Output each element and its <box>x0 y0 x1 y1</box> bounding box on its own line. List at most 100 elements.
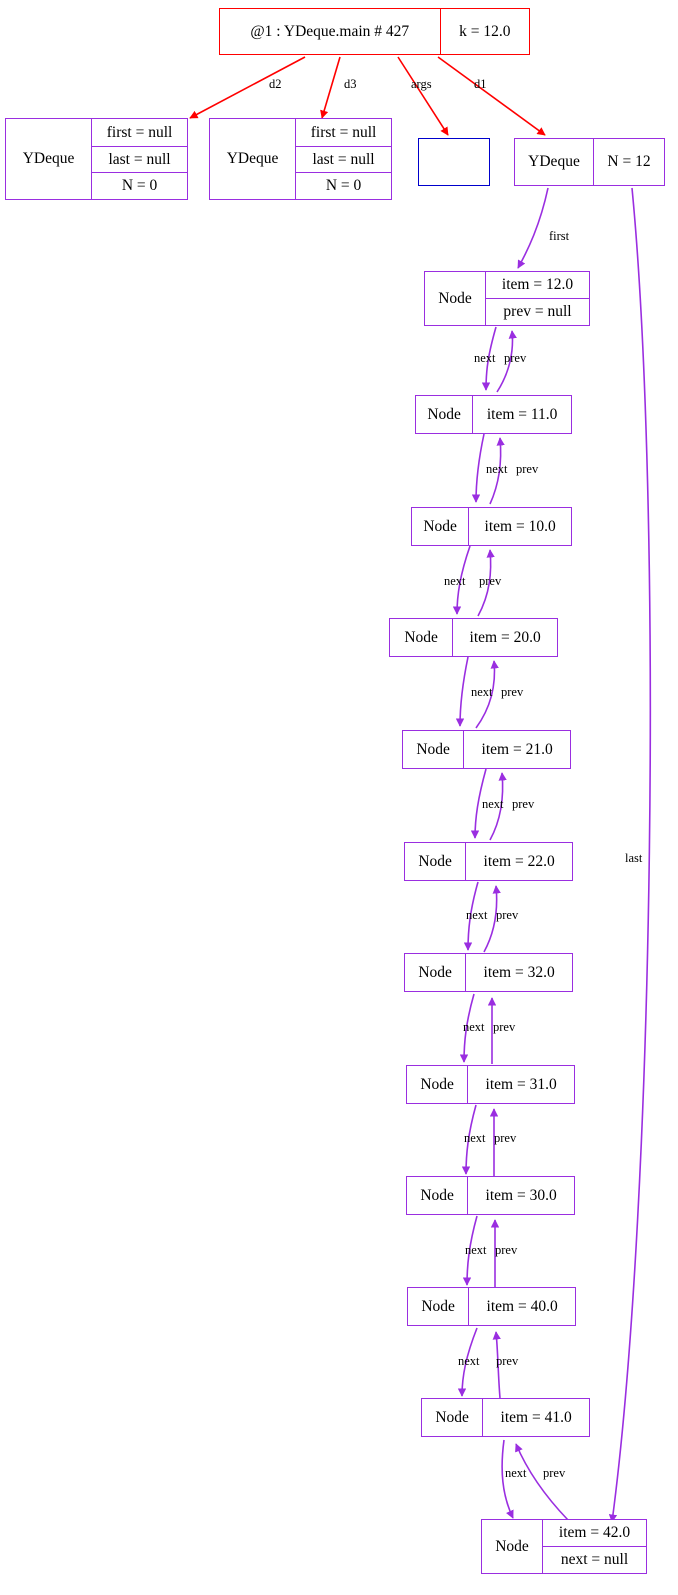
node-field-item: item = 10.0 <box>468 508 571 545</box>
edge-label-args: args <box>411 77 432 91</box>
list-node-box[interactable]: Node item = 22.0 <box>404 842 573 881</box>
node-class-label: Node <box>435 1408 469 1426</box>
object-box-args-array[interactable] <box>418 138 490 186</box>
edge-prev <box>483 885 501 953</box>
edge-label-prev: prev <box>543 1466 566 1480</box>
node-field-item: item = 20.0 <box>452 619 557 656</box>
node-class-label: Node <box>438 289 472 307</box>
edge-label-prev: prev <box>493 1020 516 1034</box>
edge-label-next: next <box>465 1243 487 1257</box>
node-field-item: item = 21.0 <box>463 731 570 768</box>
field-last: last = null <box>296 145 391 173</box>
node-field-item: item = 22.0 <box>465 843 572 880</box>
edge-label-next: next <box>505 1466 527 1480</box>
edge-label-next: next <box>471 685 493 699</box>
node-class-label: Node <box>404 628 438 646</box>
frame-label: @1 : YDeque.main # 427 <box>250 22 410 40</box>
field-first: first = null <box>310 123 377 141</box>
edge-label-next: next <box>474 351 496 365</box>
edge-label-d2: d2 <box>269 77 282 91</box>
edge-label-last: last <box>625 851 643 865</box>
list-node-box[interactable]: Node item = 10.0 <box>411 507 572 546</box>
node-field-item: item = 31.0 <box>467 1066 574 1103</box>
edge-label-next: next <box>466 908 488 922</box>
edge-frame-d1 <box>437 56 546 136</box>
object-box-ydeque-d3[interactable]: YDeque first = null last = null N = 0 <box>209 118 392 200</box>
edge-label-next: next <box>458 1354 480 1368</box>
edge-prev <box>496 330 517 393</box>
list-node-box[interactable]: Node item = 42.0 next = null <box>481 1519 647 1574</box>
edge-deque-first <box>517 187 549 269</box>
node-class-label: Node <box>420 1075 454 1093</box>
edge-prev <box>475 660 499 729</box>
edge-label-next: next <box>464 1131 486 1145</box>
edge-label-prev: prev <box>501 685 524 699</box>
list-node-box[interactable]: Node item = 40.0 <box>407 1287 576 1326</box>
node-field-item: item = 41.0 <box>482 1399 589 1436</box>
field-n: N = 12 <box>593 139 664 185</box>
node-class-label: Node <box>418 852 452 870</box>
node-field-item: item = 42.0 <box>558 1524 631 1542</box>
edge-next <box>481 326 497 391</box>
object-box-ydeque-d2[interactable]: YDeque first = null last = null N = 0 <box>5 118 188 200</box>
edge-next <box>457 1327 478 1397</box>
list-node-box[interactable]: Node item = 41.0 <box>421 1398 590 1437</box>
edge-next <box>463 881 479 951</box>
edge-frame-d3 <box>320 56 341 119</box>
list-node-box[interactable]: Node item = 11.0 <box>415 395 572 434</box>
list-node-box[interactable]: Node item = 21.0 <box>402 730 571 769</box>
node-class-label: Node <box>420 1186 454 1204</box>
edge-next <box>459 993 475 1063</box>
list-node-box[interactable]: Node item = 31.0 <box>406 1065 575 1104</box>
edge-label-prev: prev <box>496 908 519 922</box>
edge-label-prev: prev <box>494 1131 517 1145</box>
edge-label-first: first <box>549 229 570 243</box>
edge-label-next: next <box>482 797 504 811</box>
edge-label-next: next <box>444 574 466 588</box>
field-first: first = null <box>106 123 173 141</box>
node-field-item: item = 30.0 <box>467 1177 574 1214</box>
stack-frame-box[interactable]: @1 : YDeque.main # 427 k = 12.0 <box>219 8 530 55</box>
edge-label-next: next <box>486 462 508 476</box>
node-class-label: Node <box>421 1297 455 1315</box>
object-class-label: YDeque <box>528 153 580 171</box>
edge-label-prev: prev <box>495 1243 518 1257</box>
node-field-item: item = 12.0 <box>501 276 574 294</box>
node-field-item: item = 32.0 <box>465 954 572 991</box>
list-node-box[interactable]: Node item = 12.0 prev = null <box>424 271 590 326</box>
edge-label-d3: d3 <box>344 77 357 91</box>
edge-label-prev: prev <box>504 351 527 365</box>
field-n: N = 0 <box>92 172 187 199</box>
node-class-label: Node <box>423 517 457 535</box>
args-empty-cell <box>419 139 489 185</box>
list-node-box[interactable]: Node item = 32.0 <box>404 953 573 992</box>
edge-label-next: next <box>463 1020 485 1034</box>
edge-label-d1: d1 <box>474 77 487 91</box>
edge-frame-d2 <box>189 56 306 119</box>
edge-frame-args <box>397 56 449 136</box>
frame-variable-k: k = 12.0 <box>439 9 529 54</box>
object-box-ydeque-d1[interactable]: YDeque N = 12 <box>514 138 665 186</box>
edge-next <box>470 768 487 839</box>
edge-next <box>471 433 485 503</box>
object-class-label: YDeque <box>226 150 279 168</box>
field-last: last = null <box>92 145 187 173</box>
list-node-box[interactable]: Node item = 30.0 <box>406 1176 575 1215</box>
edge-prev <box>489 437 505 505</box>
edge-label-prev: prev <box>496 1354 519 1368</box>
edge-prev <box>492 1331 501 1399</box>
node-class-label: Node <box>495 1537 529 1555</box>
node-field-item: item = 11.0 <box>472 396 571 433</box>
node-field-prev: prev = null <box>486 298 589 325</box>
edge-next <box>461 1104 477 1175</box>
node-class-label: Node <box>416 740 450 758</box>
edge-label-prev: prev <box>516 462 539 476</box>
edge-prev <box>489 772 507 841</box>
edge-next <box>455 656 469 727</box>
edge-prev <box>515 1443 569 1521</box>
edge-next <box>501 1439 514 1519</box>
list-node-box[interactable]: Node item = 20.0 <box>389 618 558 657</box>
object-class-label: YDeque <box>22 150 75 168</box>
node-class-label: Node <box>427 405 461 423</box>
